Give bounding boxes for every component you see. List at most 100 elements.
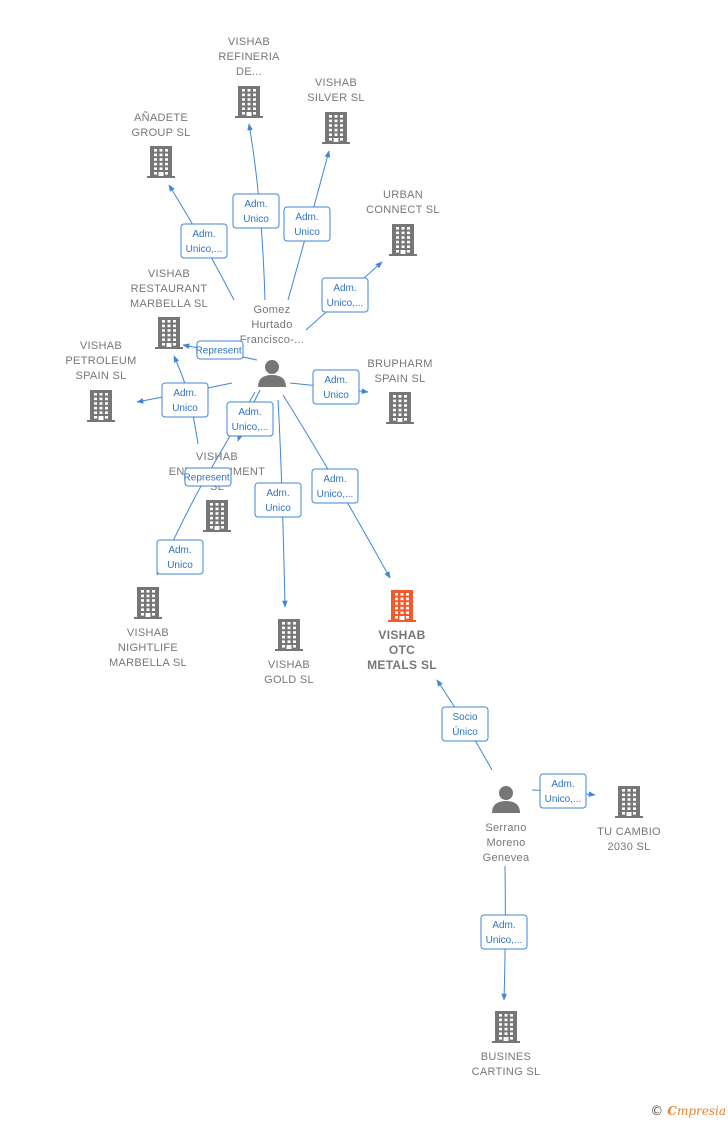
node-label: REFINERIA [218, 51, 280, 63]
person-icon [492, 786, 520, 813]
node-restaurant[interactable]: VISHAB RESTAURANT MARBELLA SL [130, 268, 208, 349]
edge-label-text: Represent. [184, 473, 233, 484]
node-label: GROUP SL [131, 127, 190, 139]
edge-label-text: Adm. [192, 229, 215, 240]
node-label: CARTING SL [472, 1066, 541, 1078]
building-icon [235, 86, 263, 118]
edge-label-box [254, 482, 302, 518]
node-label: Francisco-... [240, 334, 304, 346]
edge-label-text: Adm. [266, 488, 289, 499]
edge-label-text: Unico,... [327, 298, 364, 309]
edge-label-box [321, 277, 369, 313]
node-refineria[interactable]: VISHABREFINERIADE... [218, 36, 280, 118]
building-icon [155, 317, 183, 349]
node-label: TU CAMBIO [597, 826, 661, 838]
edge-label-box [441, 706, 489, 742]
edge-label-box [184, 467, 232, 487]
node-label: SILVER SL [307, 92, 365, 104]
node-urban[interactable]: URBAN CONNECT SL [366, 189, 440, 256]
edge-label-text: Unico [243, 214, 269, 225]
edge-label-gomez-to-gold[interactable]: Adm. Unico [254, 482, 302, 518]
edge-label-text: Único [452, 725, 478, 738]
node-label: GOLD SL [264, 674, 314, 686]
node-label: RESTAURANT [131, 283, 208, 295]
edge-label-text: Unico [265, 503, 291, 514]
edge-label-box [180, 223, 228, 259]
edge-label-text: Socio [452, 712, 477, 723]
node-label: MARBELLA SL [130, 298, 208, 310]
edge-label-box [480, 914, 528, 950]
node-label: CONNECT SL [366, 204, 440, 216]
edge-label-box [232, 193, 280, 229]
edge-label-gomez-to-silver[interactable]: Adm.Unico [283, 206, 331, 242]
node-label: SPAIN SL [75, 370, 126, 382]
building-icon [322, 112, 350, 144]
edge-label-gomez-to-entertainment[interactable]: Adm. Unico,... [226, 401, 274, 437]
node-label: VISHAB [148, 268, 190, 280]
edge-label-gomez-to-restaurant[interactable]: Represent. [196, 340, 245, 360]
node-label: VISHAB [127, 627, 169, 639]
edge-label-box [283, 206, 331, 242]
copyright-symbol: © [650, 1104, 664, 1119]
edge-label-gomez-to-refineria[interactable]: Adm. Unico [232, 193, 280, 229]
node-label: NIGHTLIFE [118, 642, 178, 654]
node-label: VISHAB [80, 340, 122, 352]
edge-label-text: Unico,... [317, 489, 354, 500]
edge-label-text: Unico,... [232, 422, 269, 433]
node-label: VISHAB [378, 628, 425, 642]
node-label: MARBELLA SL [109, 657, 187, 669]
node-anadete[interactable]: AÑADETE GROUP SL [131, 111, 190, 178]
building-icon [388, 590, 416, 622]
node-label: Serrano [485, 822, 526, 834]
edge-label-text: Unico,... [486, 935, 523, 946]
node-gomez[interactable]: GomezHurtadoFrancisco-... [240, 304, 304, 387]
edge-label-gomez-to-urban[interactable]: Adm.Unico,... [321, 277, 369, 313]
edge-label-box [311, 468, 359, 504]
empresia-logo: Cmpresia [667, 1104, 726, 1118]
edge-label-serrano-to-tucambio[interactable]: Adm.Unico,... [539, 773, 587, 809]
edge-label-text: Adm. [168, 545, 191, 556]
edge-label-text: Adm. [238, 407, 261, 418]
edge-label-text: Unico,... [545, 794, 582, 805]
building-icon [147, 146, 175, 178]
footer-brand[interactable]: © Cmpresia [650, 1104, 726, 1119]
edge-label-box [196, 340, 244, 360]
node-busines[interactable]: BUSINES CARTING SL [472, 1011, 541, 1078]
node-label: AÑADETE [134, 111, 188, 124]
edge-label-text: Adm. [244, 199, 267, 210]
edge-label-serrano-to-busines[interactable]: Adm.Unico,... [480, 914, 528, 950]
node-label: OTC [389, 643, 415, 657]
edge-label-text: Adm. [324, 375, 347, 386]
node-label: BRUPHARM [367, 358, 432, 370]
node-label: VISHAB [196, 451, 238, 463]
node-label: URBAN [383, 189, 423, 201]
edge-label-gomez-to-otc[interactable]: Adm.Unico,... [311, 468, 359, 504]
node-nightlife[interactable]: VISHAB NIGHTLIFE MARBELLA SL [109, 587, 187, 669]
edge-label-box [312, 369, 360, 405]
building-icon [615, 786, 643, 818]
edge-label-gomez-to-petroleum[interactable]: Adm.Unico [161, 382, 209, 418]
node-label: 2030 SL [607, 841, 650, 853]
node-label: VISHAB [228, 36, 270, 48]
edge-label-gomez-to-brupharm[interactable]: Adm.Unico [312, 369, 360, 405]
edge-label-gomez-to-anadete[interactable]: Adm.Unico,... [180, 223, 228, 259]
building-icon [87, 390, 115, 422]
building-icon [134, 587, 162, 619]
node-tucambio[interactable]: TU CAMBIO 2030 SL [597, 786, 661, 853]
edge-label-gomez-to-nightlife[interactable]: Represent. [184, 467, 233, 487]
node-label: BUSINES [481, 1051, 531, 1063]
edge-label-box [226, 401, 274, 437]
building-icon [389, 224, 417, 256]
node-label: Genevea [483, 852, 530, 864]
edge-label-gomez-to-nightlife[interactable]: Adm.Unico [156, 539, 204, 575]
edge-label-box [156, 539, 204, 575]
